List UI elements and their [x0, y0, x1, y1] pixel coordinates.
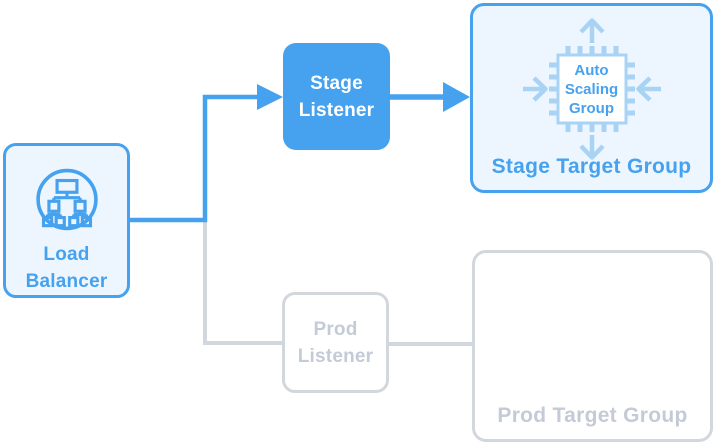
arrowhead-into-stage-listener [257, 84, 283, 110]
auto-scaling-chip-icon [522, 18, 661, 160]
connector-lb-to-stage-listener [130, 94, 258, 223]
load-balancer-icon [35, 168, 98, 231]
node-load-balancer: Load Balancer [3, 143, 130, 298]
auto-scaling-group-label: Auto Scaling Group [564, 61, 619, 117]
scale-arrow-right-icon [522, 76, 548, 102]
prod-listener-label: Prod Listener [297, 318, 374, 367]
scale-arrow-up-icon [578, 18, 605, 43]
node-prod-listener: Prod Listener [282, 292, 389, 393]
chip-pins [548, 46, 635, 132]
node-prod-target-group: Prod Target Group [472, 250, 713, 442]
scale-arrow-left-icon [635, 76, 661, 102]
stage-listener-label: Stage Listener [298, 72, 375, 121]
node-stage-target-group: Auto Scaling Group Stage Target Group [470, 3, 713, 193]
stage-target-group-label: Stage Target Group [491, 155, 692, 178]
node-stage-listener: Stage Listener [283, 43, 390, 150]
scale-arrow-down-icon [578, 135, 605, 160]
chip-body [556, 53, 627, 125]
connector-lb-to-prod-listener [203, 220, 282, 345]
auto-scaling-group: Auto Scaling Group [517, 14, 667, 164]
arrowhead-into-stage-target-group [443, 82, 470, 112]
load-balancer-label: Load Balancer [25, 244, 108, 292]
prod-target-group-label: Prod Target Group [497, 404, 688, 427]
